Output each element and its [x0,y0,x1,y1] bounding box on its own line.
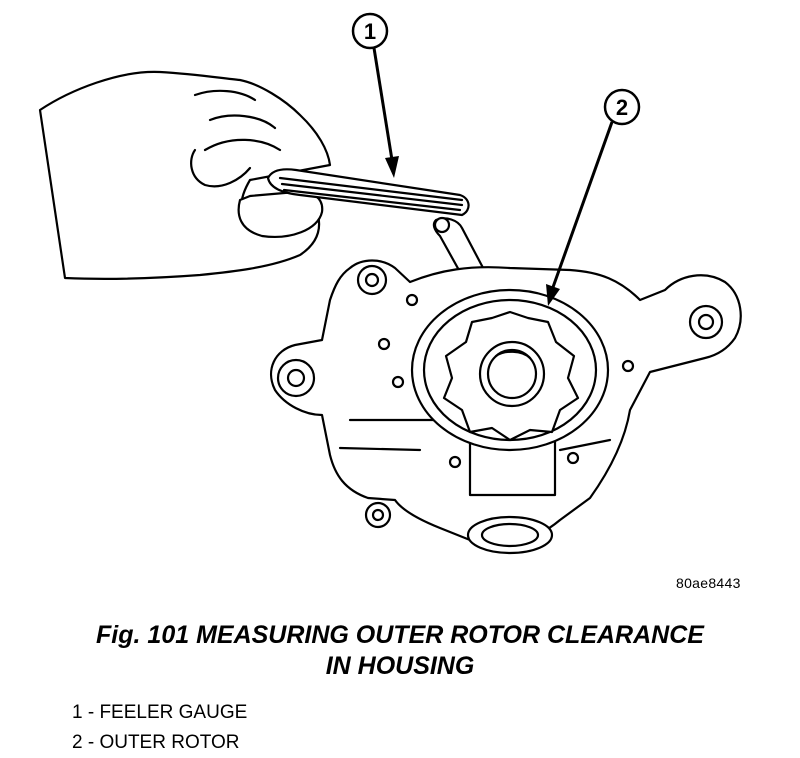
callout-2-number: 2 [616,95,628,120]
figure-caption: Fig. 101 MEASURING OUTER ROTOR CLEARANCE… [0,620,800,682]
caption-line-1: Fig. 101 MEASURING OUTER ROTOR CLEARANCE [96,621,704,649]
legend-item: 2 - OUTER ROTOR [72,732,240,753]
rotor-assembly [410,288,610,452]
callout-2: 2 [546,88,641,306]
callout-1-number: 1 [364,19,376,44]
hand [38,70,332,280]
oil-pump-illustration: 1 2 [38,12,742,555]
caption-line-2: IN HOUSING [325,652,475,680]
legend-item: 1 - FEELER GAUGE [72,702,248,723]
legend: 1 - FEELER GAUGE 2 - OUTER ROTOR [72,698,247,758]
figure-code: 80ae8443 [676,575,741,591]
callout-1: 1 [351,12,399,178]
